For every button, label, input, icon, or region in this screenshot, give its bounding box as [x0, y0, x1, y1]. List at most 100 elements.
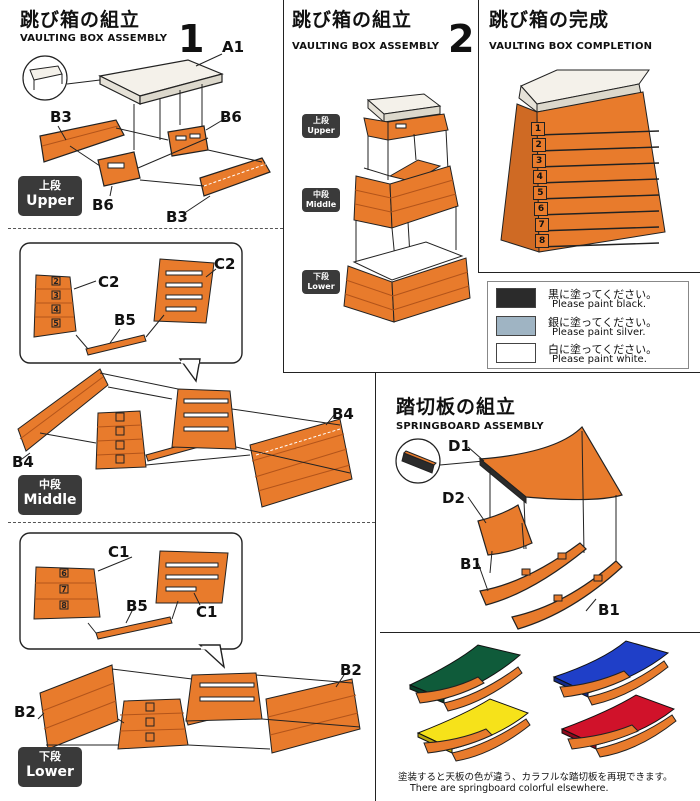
dash-divider-1	[8, 228, 283, 229]
part-c1-a-label: C1	[108, 543, 130, 561]
tier-line	[536, 146, 660, 152]
legend-silver-jp: 銀に塗ってください。	[548, 316, 658, 329]
swatch-white	[496, 343, 536, 363]
tier-number: 1	[531, 122, 545, 136]
middle-diagram	[17, 242, 353, 508]
springboard-red	[560, 694, 677, 758]
frame-h-completion	[478, 272, 700, 273]
tier-number: 8	[535, 234, 550, 248]
step2-subtitle: VAULTING BOX ASSEMBLY	[292, 41, 440, 52]
step1-number: 1	[178, 17, 205, 61]
badge-en: Middle	[23, 492, 77, 508]
frame-vertical-right	[478, 0, 479, 272]
springboard-diagram	[395, 426, 623, 630]
swatch-black	[496, 288, 536, 308]
dash-divider-2	[8, 522, 375, 523]
tier-line	[536, 178, 660, 184]
springboard-blue	[552, 640, 670, 706]
tier-number: 4	[532, 170, 547, 184]
step2-number: 2	[448, 17, 475, 61]
tier-line	[536, 226, 660, 232]
middle-badge: 中段 Middle	[18, 475, 82, 515]
swatch-silver	[496, 316, 536, 336]
tier-number: 6	[534, 202, 548, 216]
part-a1-label: A1	[222, 38, 245, 56]
badge-en: Upper	[307, 126, 335, 135]
lower-badge: 下段 Lower	[18, 747, 82, 787]
part-d2-label: D2	[442, 489, 465, 507]
badge-en: Lower	[26, 764, 74, 780]
panel-number: 2	[53, 277, 59, 286]
legend-black-jp: 黒に塗ってください。	[548, 288, 658, 301]
frame-h-colorful	[380, 632, 700, 633]
springboard-title: 踏切板の組立	[396, 396, 517, 418]
frame-h-legend	[375, 372, 700, 373]
springboard-green	[408, 644, 523, 712]
panel-number: 7	[61, 585, 67, 594]
tier-number: 5	[533, 186, 548, 200]
panel-number: 3	[53, 291, 59, 300]
badge-jp: 中段	[39, 478, 61, 491]
tier-number: 7	[534, 218, 549, 232]
badge-jp: 上段	[39, 179, 61, 192]
step2-lower-badge: 下段 Lower	[302, 270, 340, 294]
step2-upper-badge: 上段 Upper	[302, 114, 340, 138]
part-c2-b-label: C2	[214, 255, 236, 273]
part-b2-left-label: B2	[14, 703, 36, 721]
step2-panel: 跳び箱の組立 VAULTING BOX ASSEMBLY 2	[284, 0, 478, 372]
legend-white-en: Please paint white.	[552, 354, 647, 365]
step1-title: 跳び箱の組立	[20, 9, 141, 31]
part-b1-right-label: B1	[598, 601, 620, 619]
step1-diagram	[22, 53, 271, 213]
tier-number: 2	[531, 138, 546, 152]
legend-silver-en: Please paint silver.	[552, 327, 646, 338]
part-b4-right-label: B4	[332, 405, 354, 423]
part-b1-left-label: B1	[460, 555, 482, 573]
step2-title: 跳び箱の組立	[292, 9, 413, 31]
part-c1-b-label: C1	[196, 603, 218, 621]
badge-jp: 上段	[313, 116, 329, 125]
part-c2-a-label: C2	[98, 273, 120, 291]
completion-diagram	[500, 69, 666, 253]
tier-line	[536, 210, 660, 216]
part-b5-label: B5	[126, 597, 148, 615]
tier-line	[536, 242, 660, 248]
frame-v-legend-left	[375, 372, 376, 801]
step2-middle-badge: 中段 Middle	[302, 188, 340, 212]
springboard-subtitle: SPRINGBOARD ASSEMBLY	[396, 421, 544, 432]
completion-tier-lines	[536, 130, 660, 248]
panel-number: 4	[53, 305, 59, 314]
legend-black-en: Please paint black.	[552, 299, 647, 310]
panel-number: 8	[61, 601, 67, 610]
step2-diagram	[343, 93, 471, 323]
legend-white-jp: 白に塗ってください。	[548, 343, 658, 356]
badge-en: Lower	[307, 282, 335, 291]
part-b6-bottom-label: B6	[92, 196, 114, 214]
frame-v-step2-bottom	[283, 372, 375, 373]
colorful-diagram	[408, 640, 677, 762]
lower-diagram	[19, 532, 361, 754]
legend-panel	[479, 273, 700, 372]
tier-line	[536, 194, 660, 200]
part-d1-label: D1	[448, 437, 471, 455]
colorful-note-jp: 塗装すると天板の色が違う、カラフルな踏切板を再現できます。	[398, 772, 673, 783]
badge-jp: 下段	[39, 750, 61, 763]
step1-subtitle: VAULTING BOX ASSEMBLY	[20, 33, 168, 44]
tier-line	[536, 162, 660, 168]
part-b4-left-label: B4	[12, 453, 34, 471]
part-b2-right-label: B2	[340, 661, 362, 679]
part-b5-label: B5	[114, 311, 136, 329]
completion-subtitle: VAULTING BOX COMPLETION	[489, 41, 653, 52]
middle-panel: 2 3 4 5 C2 C2 B5 B4 B4 中段 Middle	[0, 229, 375, 522]
springboard-panel: 踏切板の組立 SPRINGBOARD ASSEMBLY D1 D2	[376, 373, 700, 632]
completion-title: 跳び箱の完成	[489, 9, 610, 31]
badge-jp: 下段	[313, 272, 329, 281]
badge-jp: 中段	[313, 190, 329, 199]
colorful-panel: 塗装すると天板の色が違う、カラフルな踏切板を再現できます。 There are …	[380, 633, 700, 801]
part-b3-bottom-label: B3	[166, 208, 188, 226]
badge-en: Upper	[26, 193, 74, 209]
panel-number: 5	[53, 319, 59, 328]
badge-en: Middle	[305, 200, 337, 209]
